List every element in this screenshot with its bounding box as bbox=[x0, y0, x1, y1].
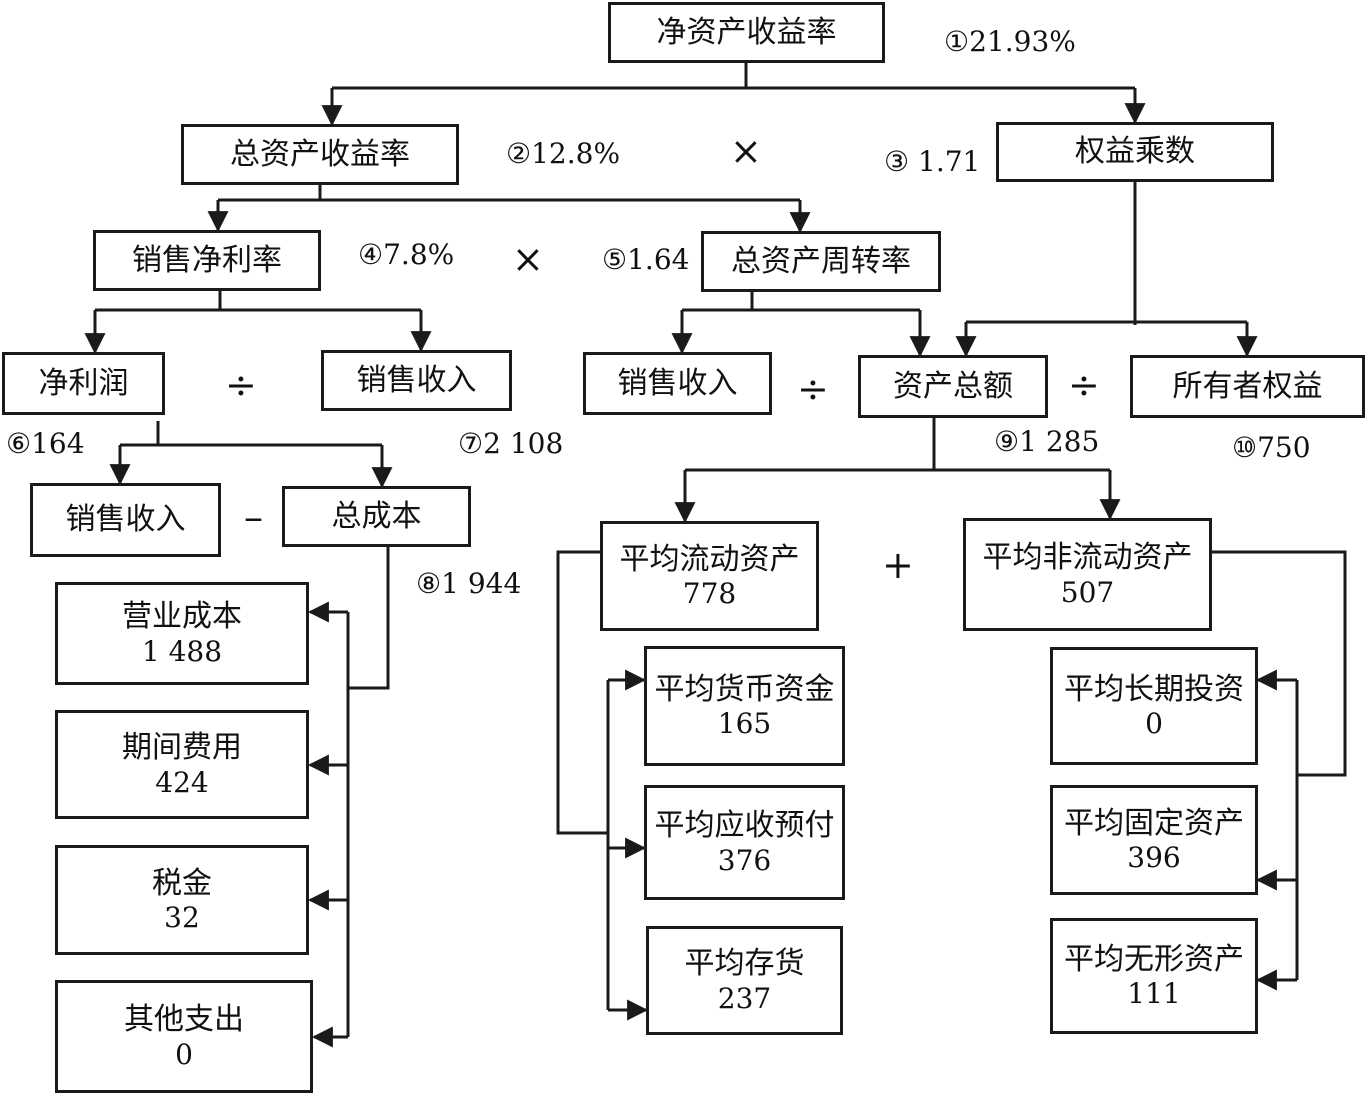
note-1: ①21.93% bbox=[944, 25, 1076, 58]
avg-noncurrent-assets-value: 507 bbox=[1060, 575, 1115, 609]
avg-receivables-label: 平均应收预付 bbox=[654, 808, 835, 844]
sales-revenue-label-b: 销售收入 bbox=[617, 365, 738, 401]
taxes-box: 税金 32 bbox=[55, 845, 309, 955]
avg-cash-box: 平均货币资金 165 bbox=[644, 646, 845, 766]
net-margin-box: 销售净利率 bbox=[93, 230, 321, 291]
note-3: ③ 1.71 bbox=[884, 145, 981, 178]
asset-turnover-box: 总资产周转率 bbox=[701, 231, 941, 292]
avg-current-assets-label: 平均流动资产 bbox=[619, 541, 800, 577]
note-5: ⑤1.64 bbox=[602, 243, 690, 276]
owners-equity-label: 所有者权益 bbox=[1172, 368, 1323, 404]
owners-equity-box: 所有者权益 bbox=[1130, 355, 1365, 418]
equity-multiplier-box: 权益乘数 bbox=[996, 122, 1274, 182]
avg-lt-investment-label: 平均长期投资 bbox=[1064, 671, 1244, 707]
avg-cash-label: 平均货币资金 bbox=[654, 671, 835, 707]
note-10: ⑩750 bbox=[1232, 431, 1311, 464]
taxes-label: 税金 bbox=[152, 865, 212, 901]
other-expenses-box: 其他支出 0 bbox=[55, 980, 313, 1093]
period-expenses-box: 期间费用 424 bbox=[55, 710, 309, 819]
net-profit-box: 净利润 bbox=[2, 352, 165, 415]
divide-operator-3: ÷ bbox=[1068, 363, 1100, 407]
sales-revenue-label-a: 销售收入 bbox=[356, 362, 477, 398]
avg-receivables-box: 平均应收预付 376 bbox=[644, 785, 845, 900]
taxes-value: 32 bbox=[164, 901, 200, 935]
total-assets-box: 资产总额 bbox=[858, 355, 1048, 418]
roa-label: 总资产收益率 bbox=[230, 136, 410, 172]
asset-turnover-label: 总资产周转率 bbox=[731, 243, 911, 279]
avg-fixed-assets-label: 平均固定资产 bbox=[1064, 805, 1244, 841]
note-6: ⑥164 bbox=[6, 427, 85, 460]
plus-operator: + bbox=[882, 543, 914, 587]
minus-operator: – bbox=[244, 495, 263, 539]
avg-inventory-box: 平均存货 237 bbox=[646, 926, 843, 1035]
operating-cost-box: 营业成本 1 488 bbox=[55, 582, 309, 685]
note-8: ⑧1 944 bbox=[416, 567, 522, 600]
avg-inventory-label: 平均存货 bbox=[684, 946, 805, 982]
avg-lt-investment-value: 0 bbox=[1145, 707, 1163, 741]
avg-intangible-assets-box: 平均无形资产 111 bbox=[1050, 918, 1258, 1034]
avg-receivables-value: 376 bbox=[717, 843, 772, 877]
other-expenses-label: 其他支出 bbox=[124, 1002, 244, 1038]
avg-lt-investment-box: 平均长期投资 0 bbox=[1050, 647, 1258, 765]
avg-cash-value: 165 bbox=[717, 707, 772, 741]
net-margin-label: 销售净利率 bbox=[132, 242, 282, 278]
sales-revenue-box-b: 销售收入 bbox=[583, 352, 772, 415]
total-assets-label: 资产总额 bbox=[893, 368, 1013, 404]
other-expenses-value: 0 bbox=[175, 1037, 193, 1071]
roe-box: 净资产收益率 bbox=[608, 2, 885, 63]
operating-cost-value: 1 488 bbox=[141, 634, 223, 668]
sales-revenue-label-c: 销售收入 bbox=[65, 502, 186, 538]
divide-operator-1: ÷ bbox=[225, 363, 257, 407]
times-operator-1: × bbox=[730, 129, 762, 173]
note-4: ④7.8% bbox=[358, 238, 455, 271]
note-7: ⑦2 108 bbox=[458, 427, 564, 460]
equity-multiplier-label: 权益乘数 bbox=[1075, 134, 1195, 170]
avg-inventory-value: 237 bbox=[717, 981, 772, 1015]
period-expenses-label: 期间费用 bbox=[122, 730, 242, 766]
sales-revenue-box-c: 销售收入 bbox=[30, 483, 221, 557]
roa-box: 总资产收益率 bbox=[181, 124, 459, 185]
avg-intangible-assets-value: 111 bbox=[1127, 977, 1181, 1011]
total-cost-label: 总成本 bbox=[331, 498, 422, 534]
avg-intangible-assets-label: 平均无形资产 bbox=[1064, 941, 1244, 977]
note-2: ②12.8% bbox=[506, 137, 621, 170]
period-expenses-value: 424 bbox=[155, 765, 209, 799]
net-profit-label: 净利润 bbox=[38, 365, 129, 401]
operating-cost-label: 营业成本 bbox=[122, 599, 242, 635]
sales-revenue-box-a: 销售收入 bbox=[321, 350, 512, 411]
avg-fixed-assets-value: 396 bbox=[1127, 841, 1181, 875]
avg-current-assets-box: 平均流动资产 778 bbox=[600, 521, 819, 631]
avg-fixed-assets-box: 平均固定资产 396 bbox=[1050, 785, 1258, 895]
times-operator-2: × bbox=[512, 237, 544, 281]
avg-noncurrent-assets-box: 平均非流动资产 507 bbox=[963, 518, 1212, 631]
roe-label: 净资产收益率 bbox=[656, 14, 837, 50]
total-cost-box: 总成本 bbox=[282, 486, 471, 547]
note-9: ⑨1 285 bbox=[994, 425, 1100, 458]
avg-current-assets-value: 778 bbox=[682, 577, 737, 611]
avg-noncurrent-assets-label: 平均非流动资产 bbox=[982, 540, 1193, 576]
divide-operator-2: ÷ bbox=[797, 367, 829, 411]
